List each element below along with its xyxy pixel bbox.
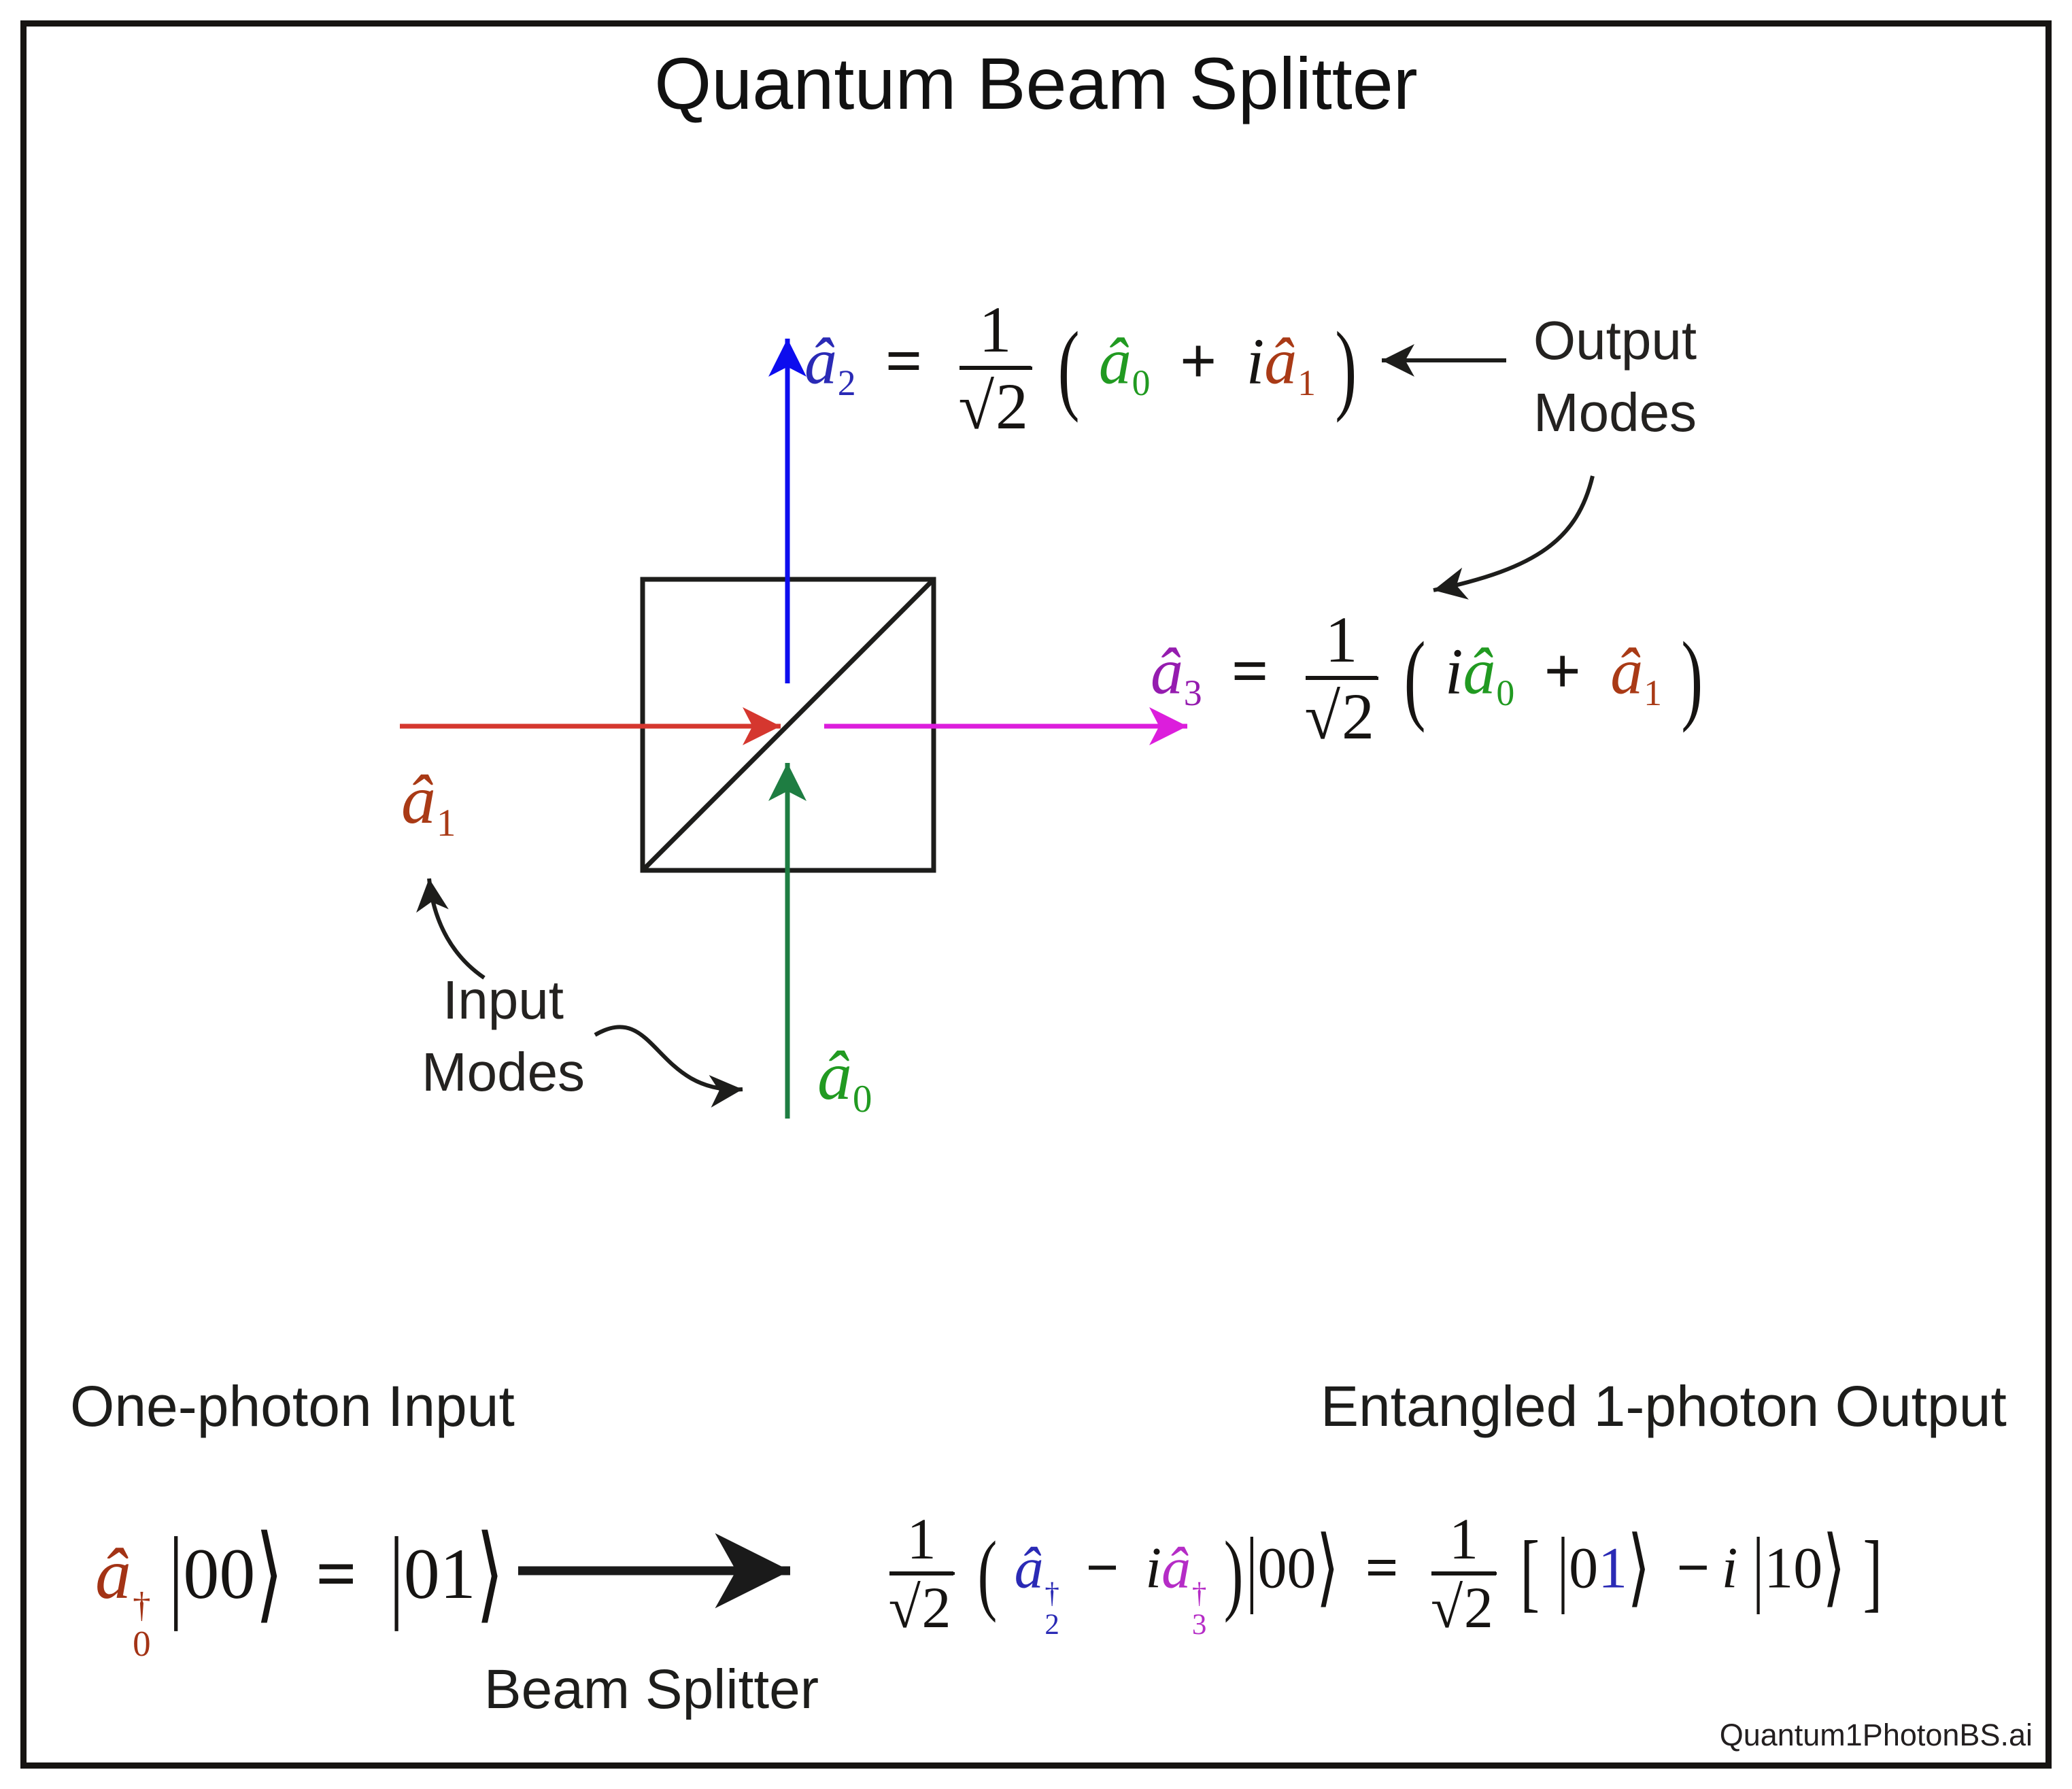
left-paren: ( [1404, 620, 1426, 734]
ket-bar: | [1246, 1520, 1258, 1615]
minus-sign: − [1676, 1535, 1710, 1601]
entangled-output-heading: Entangled 1-photon Output [1321, 1374, 2007, 1438]
plus-sign: + [1544, 634, 1582, 708]
imaginary-i: i [1145, 1535, 1162, 1601]
ket-rangle: ⟩ [1822, 1520, 1846, 1615]
figure-border [20, 20, 2052, 1769]
equation-a2-output-mode: â2 = 1√2 ( â0 + iâ1 ) [804, 293, 1357, 443]
ket-rangle: ⟩ [475, 1516, 505, 1632]
left-bracket: [ [1520, 1522, 1540, 1621]
right-paren: ) [1681, 620, 1703, 734]
right-paren: ) [1223, 1522, 1244, 1624]
one-over-sqrt2: 1√2 [1304, 607, 1378, 753]
ket-00: 00 [1257, 1535, 1317, 1601]
ket-01: 01 [403, 1534, 476, 1614]
dagger: † [1191, 1577, 1207, 1609]
minus-sign: − [1085, 1535, 1119, 1601]
a2-operator: â [804, 324, 837, 398]
equals-sign: = [1231, 634, 1269, 708]
equals-sign: = [885, 324, 923, 398]
ket-bar: | [1557, 1520, 1569, 1615]
a3-operator: â [1151, 634, 1183, 708]
one-over-sqrt2: 1√2 [889, 1509, 955, 1641]
plus-sign: + [1179, 324, 1217, 398]
right-bracket: ] [1863, 1522, 1883, 1621]
credit-text: Quantum1PhotonBS.ai [1719, 1718, 2033, 1752]
figure-title: Quantum Beam Splitter [654, 42, 1418, 124]
ket-rangle: ⟩ [255, 1516, 284, 1632]
a1-operator: â [1610, 634, 1644, 708]
output-modes-curved-arrow [1433, 475, 1595, 600]
imaginary-i: i [1246, 324, 1265, 398]
imaginary-i: i [1721, 1535, 1738, 1601]
a0-operator: â [1463, 634, 1496, 708]
a1-operator: â [1264, 324, 1297, 398]
equals-sign: = [1365, 1535, 1399, 1601]
a0-operator: â [1098, 324, 1132, 398]
left-paren: ( [977, 1522, 998, 1624]
left-paren: ( [1057, 310, 1080, 424]
dagger: † [1045, 1577, 1059, 1609]
right-paren: ) [1335, 310, 1357, 424]
ket-bar: | [169, 1516, 184, 1632]
a2-dagger-operator: â [1014, 1535, 1044, 1601]
one-over-sqrt2: 1√2 [1431, 1509, 1497, 1641]
ket-00: 00 [183, 1534, 256, 1614]
input-modes-curved-arrow-a1 [416, 878, 486, 980]
a0-dagger-operator: â [95, 1534, 131, 1614]
ket-10: 10 [1764, 1535, 1823, 1601]
ket-bar: | [389, 1516, 404, 1632]
input-modes-curved-arrow-a0 [594, 1025, 743, 1108]
equation-a3-output-mode: â3 = 1√2 ( iâ0 + â1 ) [1151, 603, 1703, 753]
equals-sign: = [316, 1534, 357, 1614]
ket-rangle: ⟩ [1316, 1520, 1339, 1615]
beam-splitter-label: Beam Splitter [483, 1658, 819, 1720]
mode-label-a0: â0 [817, 1038, 872, 1121]
ket-rangle: ⟩ [1627, 1520, 1650, 1615]
equation-one-photon-input: â†0 |00⟩ = |01⟩ [95, 1516, 504, 1664]
mode-label-a1: â1 [401, 762, 456, 845]
input-modes-note: Input Modes [421, 970, 585, 1102]
equation-entangled-output: 1√2 ( â†2 − iâ†3 )|00⟩ = 1√2 [ |01⟩ −i |… [888, 1506, 1883, 1641]
a3-dagger-operator: â [1161, 1535, 1191, 1601]
beam-splitter-diagonal [642, 579, 934, 871]
ket-01-digit0: 0 [1569, 1535, 1599, 1601]
one-over-sqrt2: 1√2 [958, 296, 1032, 443]
one-photon-input-heading: One-photon Input [70, 1374, 515, 1438]
dagger: † [133, 1585, 151, 1625]
ket-01-digit1-blue: 1 [1598, 1535, 1628, 1601]
imaginary-i: i [1444, 634, 1463, 708]
output-modes-note: Output Modes [1533, 310, 1697, 443]
ket-bar: | [1752, 1520, 1765, 1615]
